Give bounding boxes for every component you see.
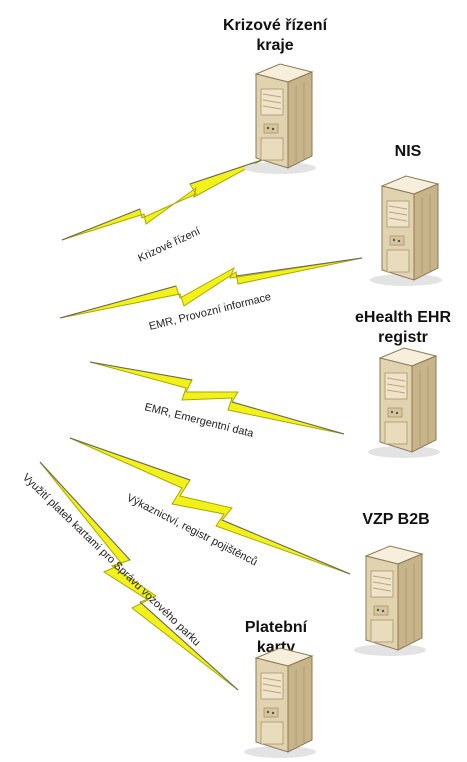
node-ehealth: eHealth EHR registr — [355, 309, 451, 459]
node-krizove: Krizové řízení kraje — [223, 17, 328, 175]
node-vzp: VZP B2B — [353, 511, 430, 657]
server-tower-icon — [369, 175, 443, 287]
link-krizove: Krizové řízení — [61, 159, 263, 265]
node-label: kraje — [256, 37, 293, 54]
server-tower-icon — [243, 63, 317, 175]
link-label: Krizové řízení — [136, 225, 202, 264]
server-tower-icon — [353, 545, 427, 657]
node-platebni: Platební karty — [243, 619, 317, 759]
link-nis: EMR, Provozní informace — [59, 257, 363, 333]
node-label: Krizové řízení — [223, 17, 328, 34]
node-label: registr — [378, 329, 428, 346]
link-label: EMR, Provozní informace — [148, 291, 273, 333]
node-label: Platební — [245, 619, 308, 636]
server-tower-icon — [367, 347, 441, 459]
node-label: NIS — [395, 143, 422, 160]
server-tower-icon — [243, 647, 317, 759]
node-nis: NIS — [369, 143, 443, 287]
node-label: eHealth EHR — [355, 309, 451, 326]
link-ehealth: EMR, Emergentní data — [89, 361, 345, 440]
node-label: VZP B2B — [362, 511, 429, 528]
